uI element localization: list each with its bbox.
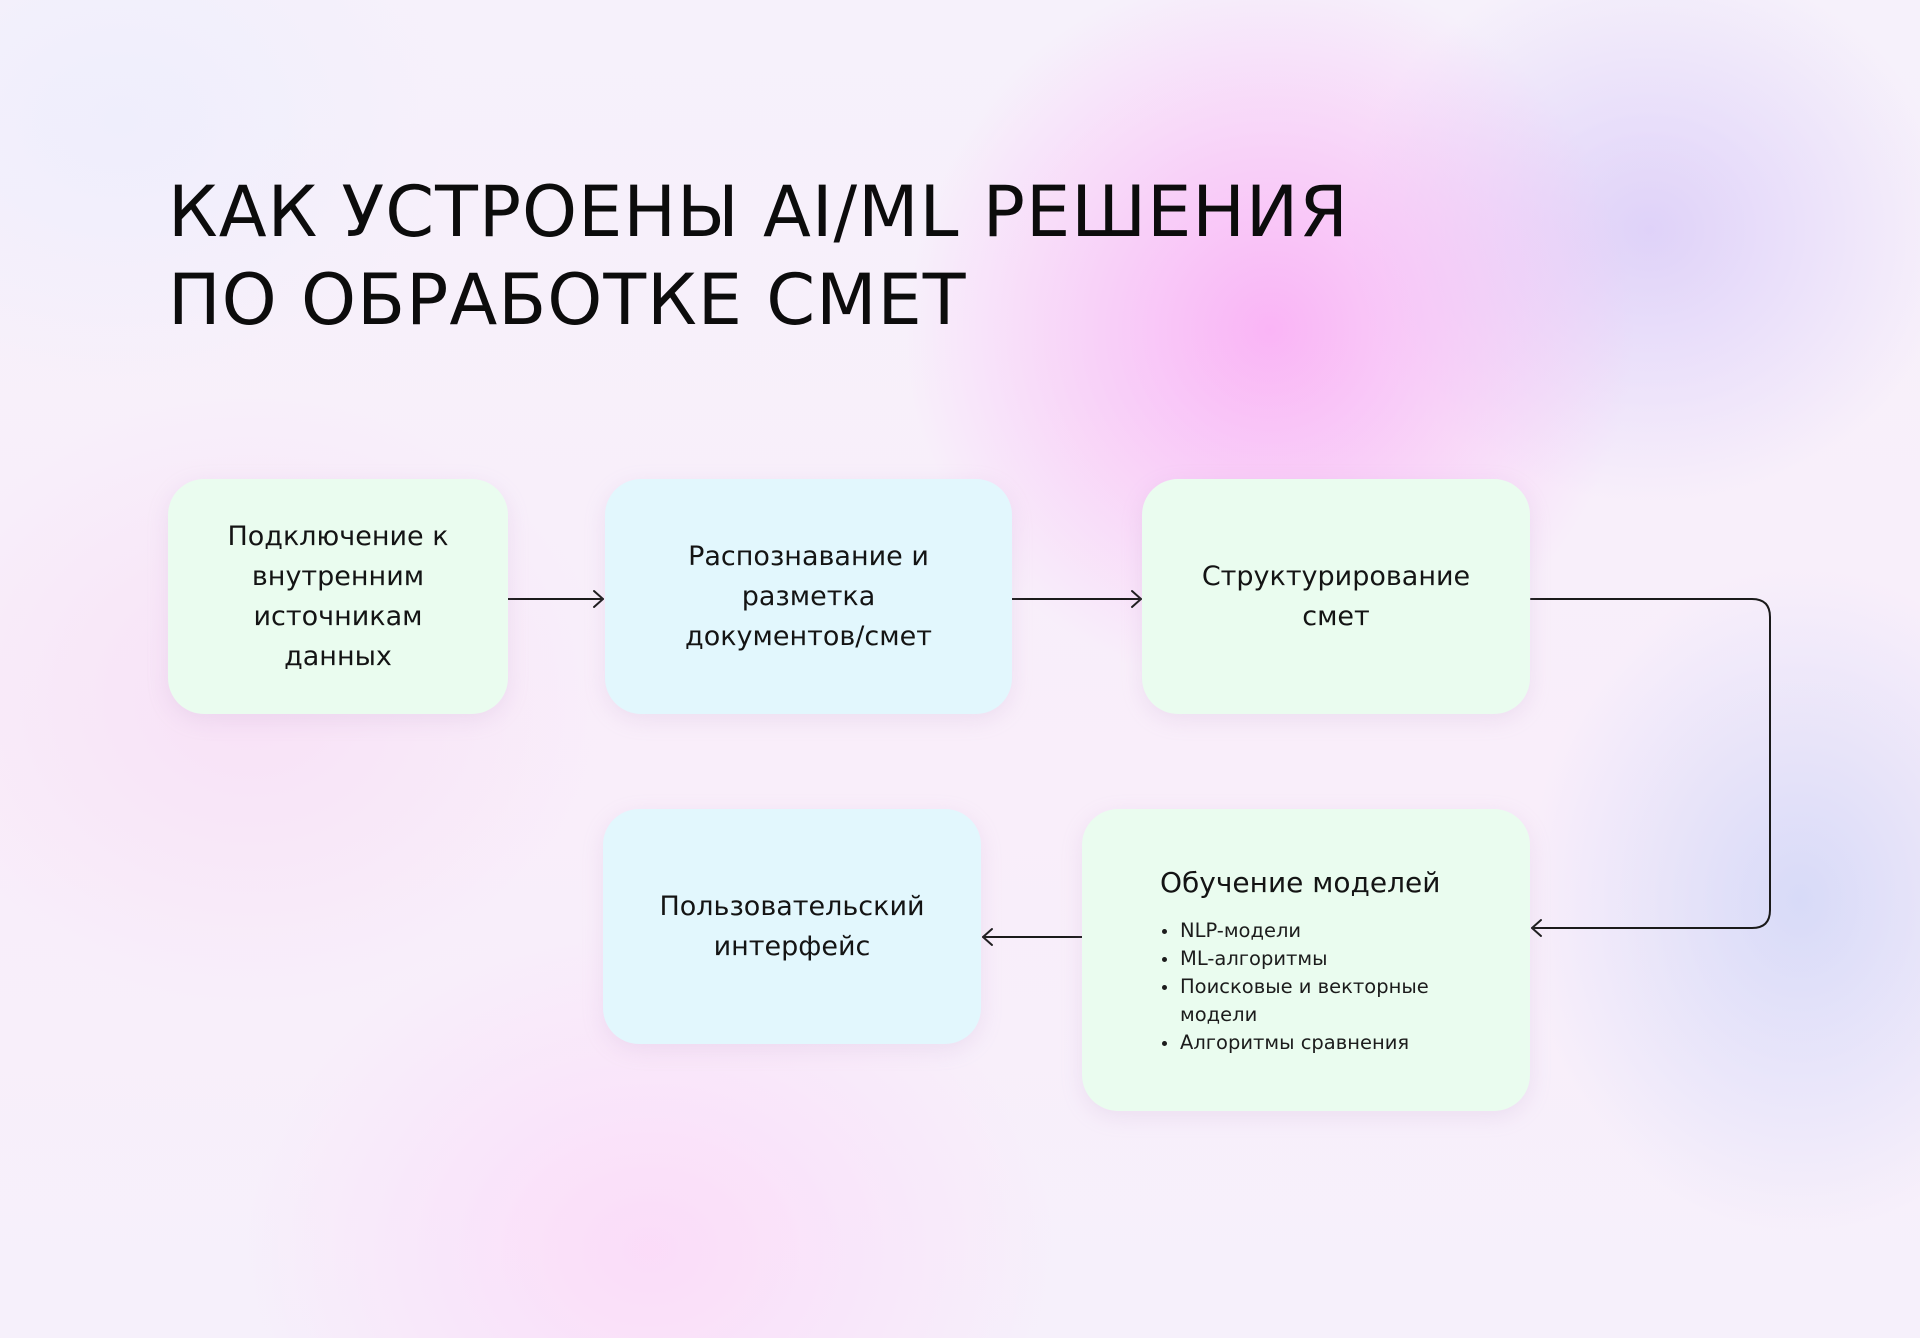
bullet-dot-icon <box>1162 985 1167 990</box>
model-list-item: Алгоритмы сравнения <box>1160 1029 1480 1057</box>
node-user-interface: Пользовательский интерфейс <box>603 809 981 1044</box>
bullet-dot-icon <box>1162 1041 1167 1046</box>
page-title-line-2: ПО ОБРАБОТКЕ СМЕТ <box>168 259 967 341</box>
model-list-item: NLP-модели <box>1160 917 1480 945</box>
model-list: NLP-модели ML-алгоритмы Поисковые и вект… <box>1160 917 1480 1057</box>
node-document-recognition-label: Распознавание и разметка документов/смет <box>685 540 932 652</box>
node-estimate-structuring: Структурирование смет <box>1142 479 1530 714</box>
model-list-item-text: Поисковые и векторные модели <box>1180 975 1429 1026</box>
node-model-training: Обучение моделей NLP-модели ML-алгоритмы… <box>1082 809 1530 1111</box>
model-list-item: Поисковые и векторные модели <box>1160 973 1480 1029</box>
bullet-dot-icon <box>1162 957 1167 962</box>
node-model-training-label: Обучение моделей <box>1160 866 1441 899</box>
model-list-item: ML-алгоритмы <box>1160 945 1480 973</box>
node-estimate-structuring-label: Структурирование смет <box>1201 560 1471 632</box>
model-list-item-text: Алгоритмы сравнения <box>1180 1031 1410 1054</box>
node-data-sources-connection: Подключение к внутренним источникам данн… <box>168 479 508 714</box>
page-title: КАК УСТРОЕНЫ AI/ML РЕШЕНИЯ ПО ОБРАБОТКЕ … <box>168 168 1349 344</box>
node-data-sources-connection-label: Подключение к внутренним источникам данн… <box>227 520 449 672</box>
bullet-dot-icon <box>1162 929 1167 934</box>
node-document-recognition: Распознавание и разметка документов/смет <box>605 479 1012 714</box>
model-list-item-text: NLP-модели <box>1180 919 1302 942</box>
page-title-line-1: КАК УСТРОЕНЫ AI/ML РЕШЕНИЯ <box>168 171 1349 253</box>
node-user-interface-label: Пользовательский интерфейс <box>659 890 925 962</box>
model-list-item-text: ML-алгоритмы <box>1180 947 1328 970</box>
